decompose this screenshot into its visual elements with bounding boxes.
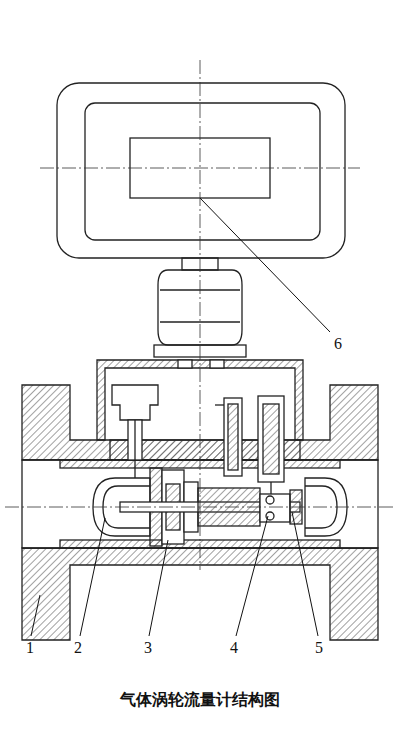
callout-number: 6 <box>333 336 343 352</box>
callout-number: 1 <box>25 640 35 656</box>
callout-number: 4 <box>229 640 239 656</box>
callout-number: 2 <box>73 640 83 656</box>
callout-number: 3 <box>143 640 153 656</box>
figure-caption: 气体涡轮流量计结构图 <box>0 690 400 709</box>
callout-number: 5 <box>314 640 324 656</box>
